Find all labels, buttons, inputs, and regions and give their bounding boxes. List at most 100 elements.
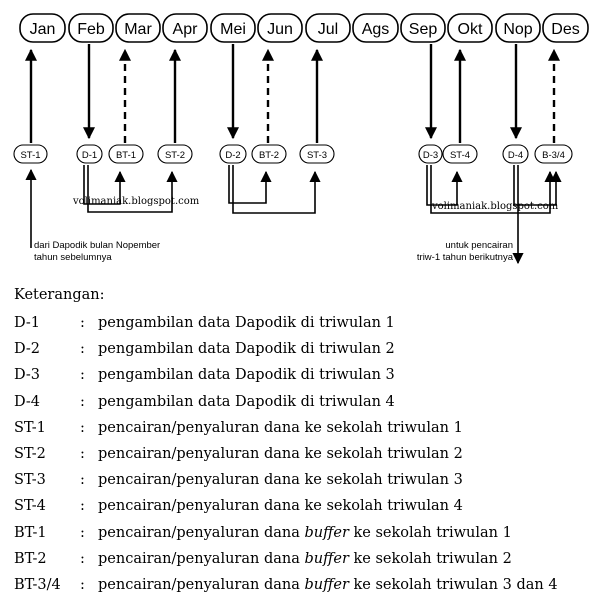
month-label: Mei — [220, 21, 246, 38]
legend-colon: : — [80, 419, 85, 436]
connector-d3-to-st4 — [426, 165, 463, 206]
month-label: Okt — [458, 21, 483, 38]
legend-description: pengambilan data Dapodik di triwulan 3 — [98, 367, 395, 384]
legend-row-bt2: BT-2: pencairan/penyaluran dana buffer ke… — [14, 546, 594, 572]
legend-description: pencairan/penyaluran dana buffer ke seko… — [98, 551, 512, 567]
legend-description: pencairan/penyaluran dana buffer ke seko… — [98, 525, 512, 541]
node-st3: ST-3 — [299, 144, 335, 164]
note-left-line2: tahun sebelumnya — [34, 252, 112, 263]
legend-row-bt34: BT-3/4:pencairan/penyaluran dana buffer … — [14, 572, 594, 598]
month-mei: Mei — [210, 13, 256, 43]
legend-code: BT-1 — [14, 524, 47, 541]
legend-description: pengambilan data Dapodik di triwulan 1 — [98, 315, 395, 331]
legend-description: pencairan/penyaluran dana ke sekolah tri… — [98, 445, 463, 462]
legend-text-pre: pencairan/penyaluran dana — [98, 576, 305, 593]
legend-code: D-2 — [14, 341, 41, 358]
month-okt: Okt — [447, 13, 493, 43]
node-label: B-3/4 — [542, 150, 565, 161]
note-right-line1: untuk pencairan — [445, 240, 513, 251]
legend-code: ST-2 — [14, 445, 46, 462]
legend-code: D-3 — [14, 367, 41, 384]
note-right-line2: triw-1 tahun berikutnya — [417, 252, 514, 263]
node-label: ST-3 — [307, 150, 327, 161]
legend-description: pengambilan data Dapodik di triwulan 2 — [98, 341, 395, 358]
watermark-left: volimaniak.blogspot.com — [72, 196, 200, 207]
node-label: BT-2 — [259, 150, 279, 161]
node-label: D-4 — [508, 150, 523, 161]
node-st4: ST-4 — [442, 144, 478, 164]
connectors — [25, 165, 562, 265]
month-feb: Feb — [68, 13, 114, 43]
month-nop: Nop — [495, 13, 541, 43]
node-d4: D-4 — [502, 144, 529, 164]
month-mar: Mar — [115, 13, 161, 43]
node-label: ST-2 — [165, 150, 185, 161]
node-d2: D-2 — [219, 144, 247, 164]
month-des: Des — [542, 13, 589, 43]
month-sep: Sep — [400, 13, 446, 43]
legend-text-emphasis: buffer — [304, 550, 349, 567]
legend-row-d2: D-2: pengambilan data Dapodik di triwulan… — [14, 336, 594, 362]
month-row: Jan Feb Mar Apr Mei Jun Jul Ags — [19, 13, 589, 43]
legend-colon: : — [80, 341, 85, 358]
legend-row-st4: ST-4: pencairan/penyaluran dana ke sekola… — [14, 493, 594, 519]
node-d3: D-3 — [418, 144, 443, 164]
node-label: D-2 — [225, 150, 240, 161]
legend-code: ST-3 — [14, 472, 46, 489]
legend-text-post: ke sekolah triwulan 2 — [348, 550, 512, 567]
node-label: D-1 — [82, 150, 97, 161]
month-label: Des — [551, 21, 579, 38]
node-label: ST-4 — [450, 150, 470, 161]
month-label: Mar — [124, 21, 152, 38]
legend-colon: : — [80, 315, 85, 331]
legend-description: pencairan/penyaluran dana ke sekolah tri… — [98, 472, 463, 489]
legend-code: ST-1 — [14, 419, 46, 436]
connector-d1-to-st2 — [87, 165, 178, 213]
timeline-diagram: Jan Feb Mar Apr Mei Jun Jul Ags — [13, 13, 589, 265]
legend-row-st1: ST-1: pencairan/penyaluran dana ke sekola… — [14, 415, 594, 441]
legend-colon: : — [80, 445, 85, 462]
legend-colon: : — [80, 524, 85, 541]
legend-description: pengambilan data Dapodik di triwulan 4 — [98, 393, 395, 410]
month-label: Apr — [173, 21, 199, 38]
nodes: ST-1 D-1 BT-1 ST-2 D-2 BT-2 ST-3 D-3 — [13, 144, 573, 164]
node-label: D-3 — [423, 150, 438, 161]
legend-description: pencairan/penyaluran dana buffer ke seko… — [98, 577, 558, 593]
legend-code: BT-2 — [14, 550, 47, 567]
watermark-right: volimaniak.blogspot.com — [431, 201, 559, 212]
node-d1: D-1 — [76, 144, 103, 164]
legend-text-post: ke sekolah triwulan 1 — [348, 524, 512, 541]
connector-d4-to-bt34 — [513, 165, 562, 206]
connector-d2-to-bt2 — [228, 165, 272, 204]
node-st2: ST-2 — [157, 144, 193, 164]
legend: Keterangan: D-1:pengambilan data Dapodik… — [14, 284, 594, 598]
legend-code: D-4 — [14, 393, 41, 410]
legend-description: pencairan/penyaluran dana ke sekolah tri… — [98, 419, 463, 436]
legend-text-post: ke sekolah triwulan 3 dan 4 — [348, 576, 558, 593]
legend-row-st3: ST-3: pencairan/penyaluran dana ke sekola… — [14, 467, 594, 493]
node-bt34: B-3/4 — [534, 144, 573, 164]
month-label: Jul — [318, 21, 338, 38]
month-jul: Jul — [305, 13, 351, 43]
month-label: Sep — [409, 21, 438, 38]
month-label: Nop — [503, 21, 532, 38]
month-label: Jun — [267, 21, 293, 38]
legend-colon: : — [80, 393, 85, 410]
legend-description: pencairan/penyaluran dana ke sekolah tri… — [98, 498, 463, 515]
legend-row-d4: D-4: pengambilan data Dapodik di triwulan… — [14, 389, 594, 415]
legend-row-bt1: BT-1: pencairan/penyaluran dana buffer ke… — [14, 520, 594, 546]
legend-colon: : — [80, 498, 85, 515]
legend-colon: : — [80, 472, 85, 489]
node-st1: ST-1 — [13, 144, 48, 164]
node-bt2: BT-2 — [251, 144, 287, 164]
node-label: BT-1 — [116, 150, 136, 161]
legend-colon: : — [80, 367, 85, 384]
legend-code: ST-4 — [14, 498, 46, 515]
month-label: Jan — [30, 21, 56, 38]
connector-d1-to-bt1 — [83, 165, 126, 205]
legend-code: BT-3/4 — [14, 576, 61, 593]
month-label: Ags — [362, 21, 390, 38]
legend-colon: : — [80, 550, 85, 567]
legend-text-emphasis: buffer — [304, 576, 349, 593]
connector-d2-to-st3 — [232, 165, 321, 214]
